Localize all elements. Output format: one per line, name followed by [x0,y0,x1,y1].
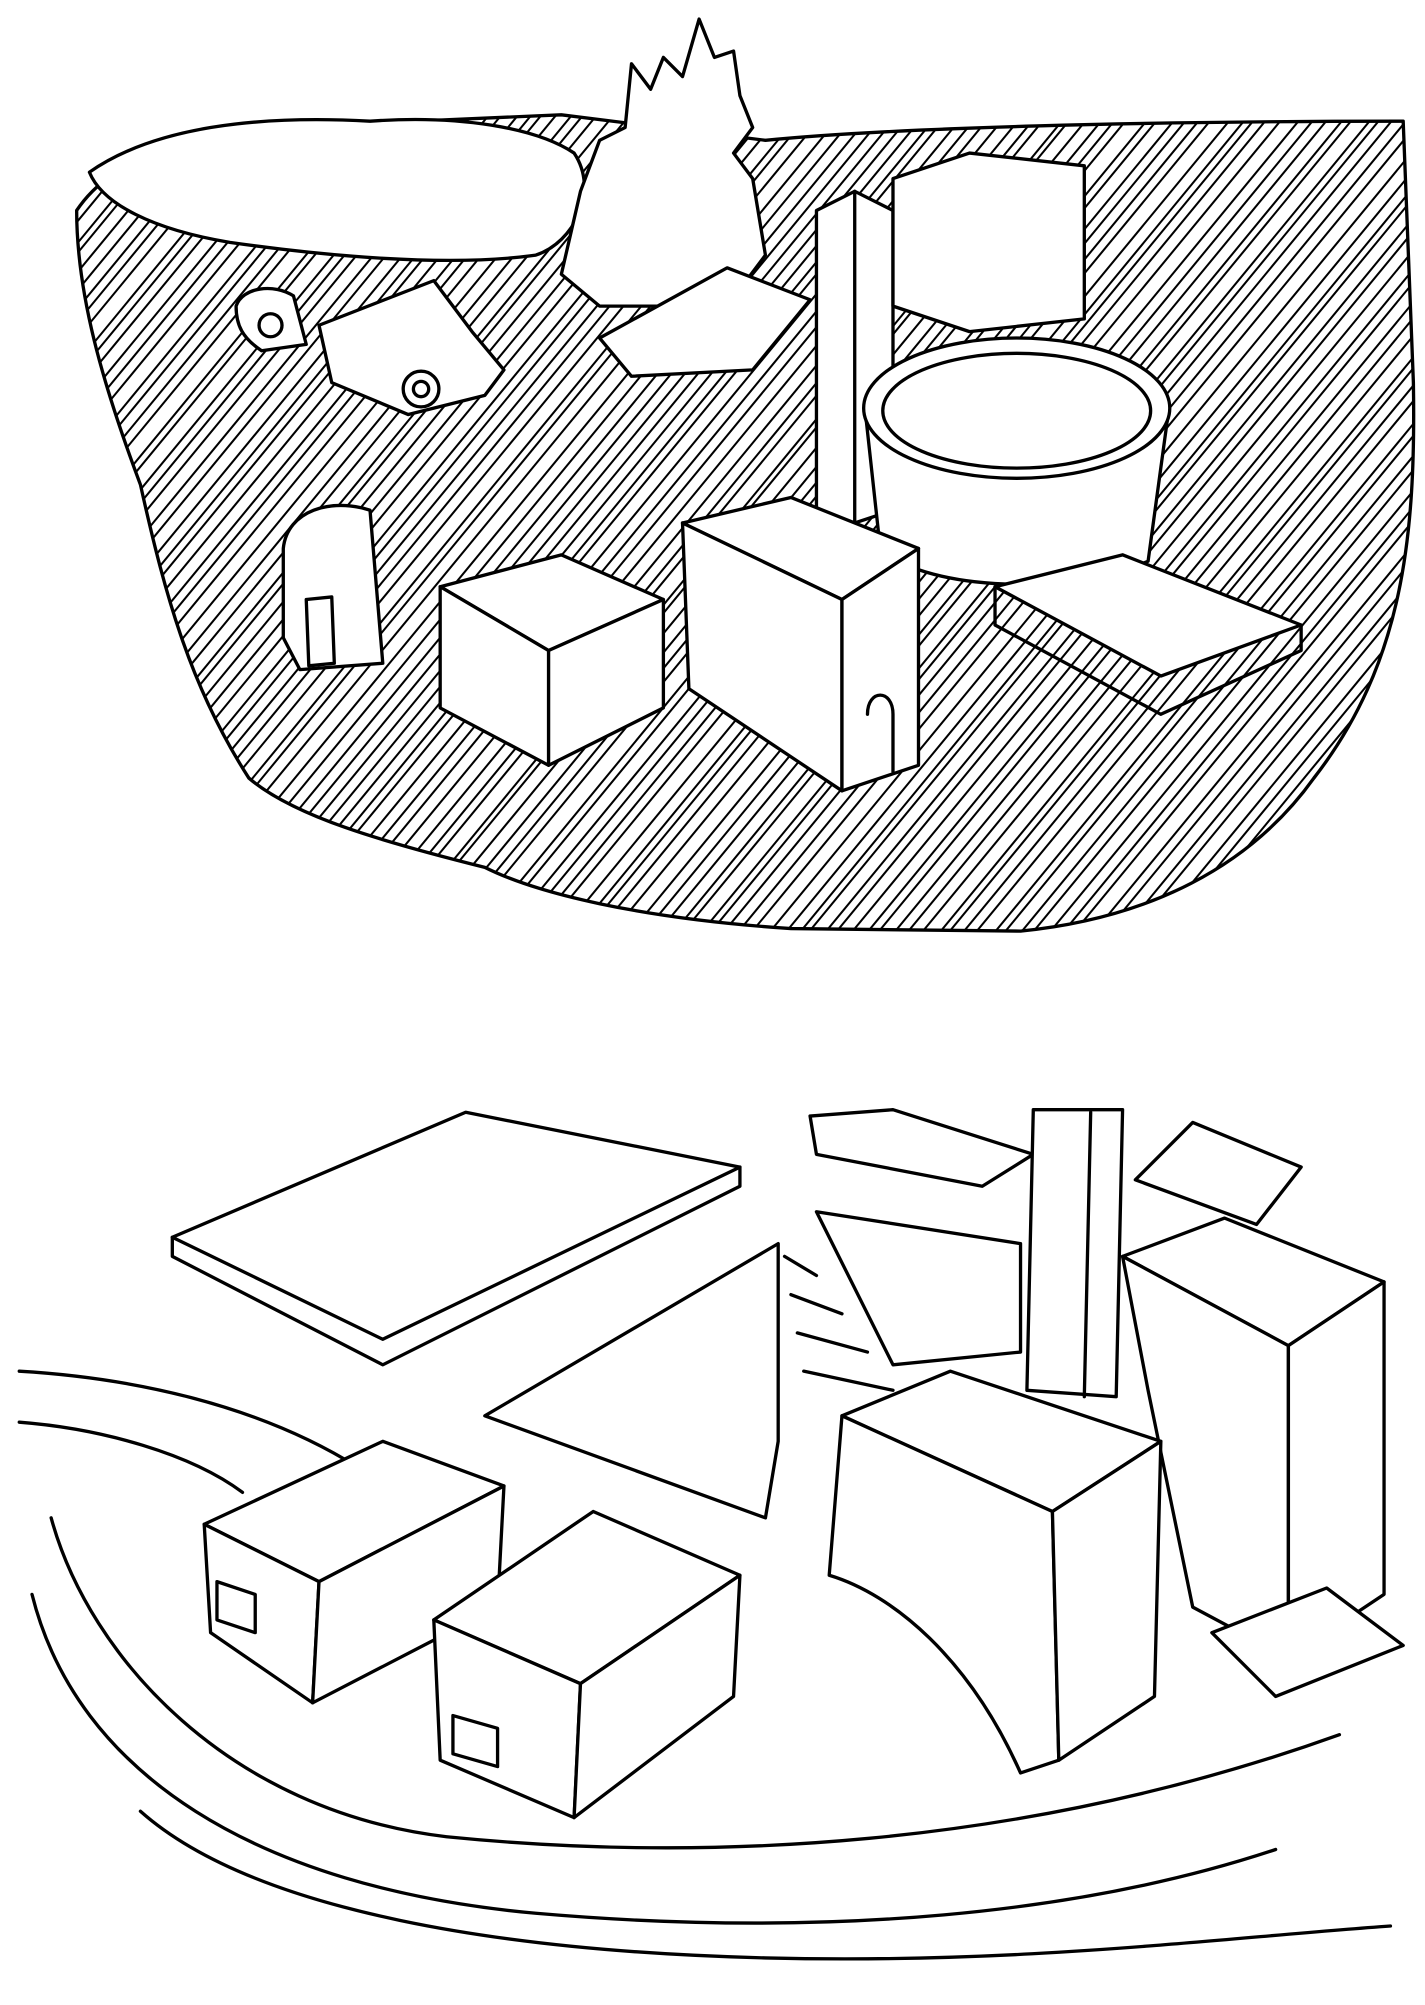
small-box-building [438,553,666,767]
hatch-stroke [1119,114,1414,932]
hatch-stroke [1211,114,1414,932]
arched-building [281,503,385,672]
hatch-stroke [1001,114,1414,932]
hatch-stroke [973,114,1414,932]
front-box [432,1509,742,1820]
hatch-stroke [76,114,203,932]
hatch-stroke [76,114,234,932]
hatch-stroke [76,114,105,932]
hatch-stroke [1090,114,1414,932]
top-box [808,1108,1035,1188]
terrain-contours [17,1369,1393,1961]
hatch-stroke [76,114,345,932]
hatch-stroke [0,102,22,969]
hatch-stroke [0,102,61,969]
hatch-stroke [1412,114,1414,932]
hatch-stroke [76,114,219,932]
hatch-stroke [76,114,316,932]
hatch-stroke [76,114,161,932]
cylindrical-pool [861,336,1172,586]
hatch-stroke [76,114,260,932]
hatch-stroke [1285,114,1414,932]
rear-block [891,151,1086,334]
hatch-stroke [1101,114,1414,932]
cloud-shape [87,117,586,263]
hatch-stroke [76,114,293,932]
hatch-stroke [0,102,51,969]
hatch-stroke [76,114,273,932]
hatch-stroke [76,114,118,932]
hatch-stroke [931,114,1414,932]
hatch-stroke [876,114,1414,932]
car [234,278,506,417]
central-tall-box [827,1369,1163,1775]
chimney [1025,1108,1125,1399]
hatch-stroke [76,114,139,932]
terrain-outline [75,113,1416,933]
stair-block [483,1210,1023,1520]
hatch-stroke [1018,114,1414,932]
hatch-stroke [944,114,1414,932]
hatch-stroke [1074,114,1414,932]
floating-slab [170,1110,742,1367]
hatch-stroke [908,114,1414,932]
hatch-stroke [76,114,332,932]
central-block [680,495,921,793]
hatch-stroke [76,114,177,932]
hatch-stroke [1145,114,1414,932]
hatch-stroke [1400,114,1414,932]
upper-roof-block [597,266,812,378]
hatch-stroke [0,102,34,969]
hatch-stroke [863,114,1414,932]
hatch-stroke [0,102,5,969]
hatch-stroke [1240,114,1414,932]
hatch-stroke [76,114,249,932]
right-slab [1210,1586,1405,1699]
tall-right-block [1120,1120,1386,1660]
hatch-stroke [76,114,80,932]
hatch-stroke [917,114,1414,932]
hatch-stroke [835,114,1414,932]
top-sketch [0,17,1416,969]
hatch-stroke [804,114,1414,932]
bottom-sketch [17,1108,1405,1961]
hatch-stroke [890,114,1414,932]
hatch-stroke [846,114,1414,932]
flat-slab-right [993,553,1303,716]
hatch-stroke [1042,114,1414,932]
hatch-stroke [1132,114,1414,932]
tree-silhouette [559,17,768,308]
hatch-stroke [1031,114,1414,932]
hatch-stroke [989,114,1414,932]
hatch-stroke [76,114,357,932]
hatch-stroke [76,114,303,932]
hatch-stroke [963,114,1414,932]
hatch-stroke [1062,114,1414,932]
hatch-stroke [820,114,1414,932]
